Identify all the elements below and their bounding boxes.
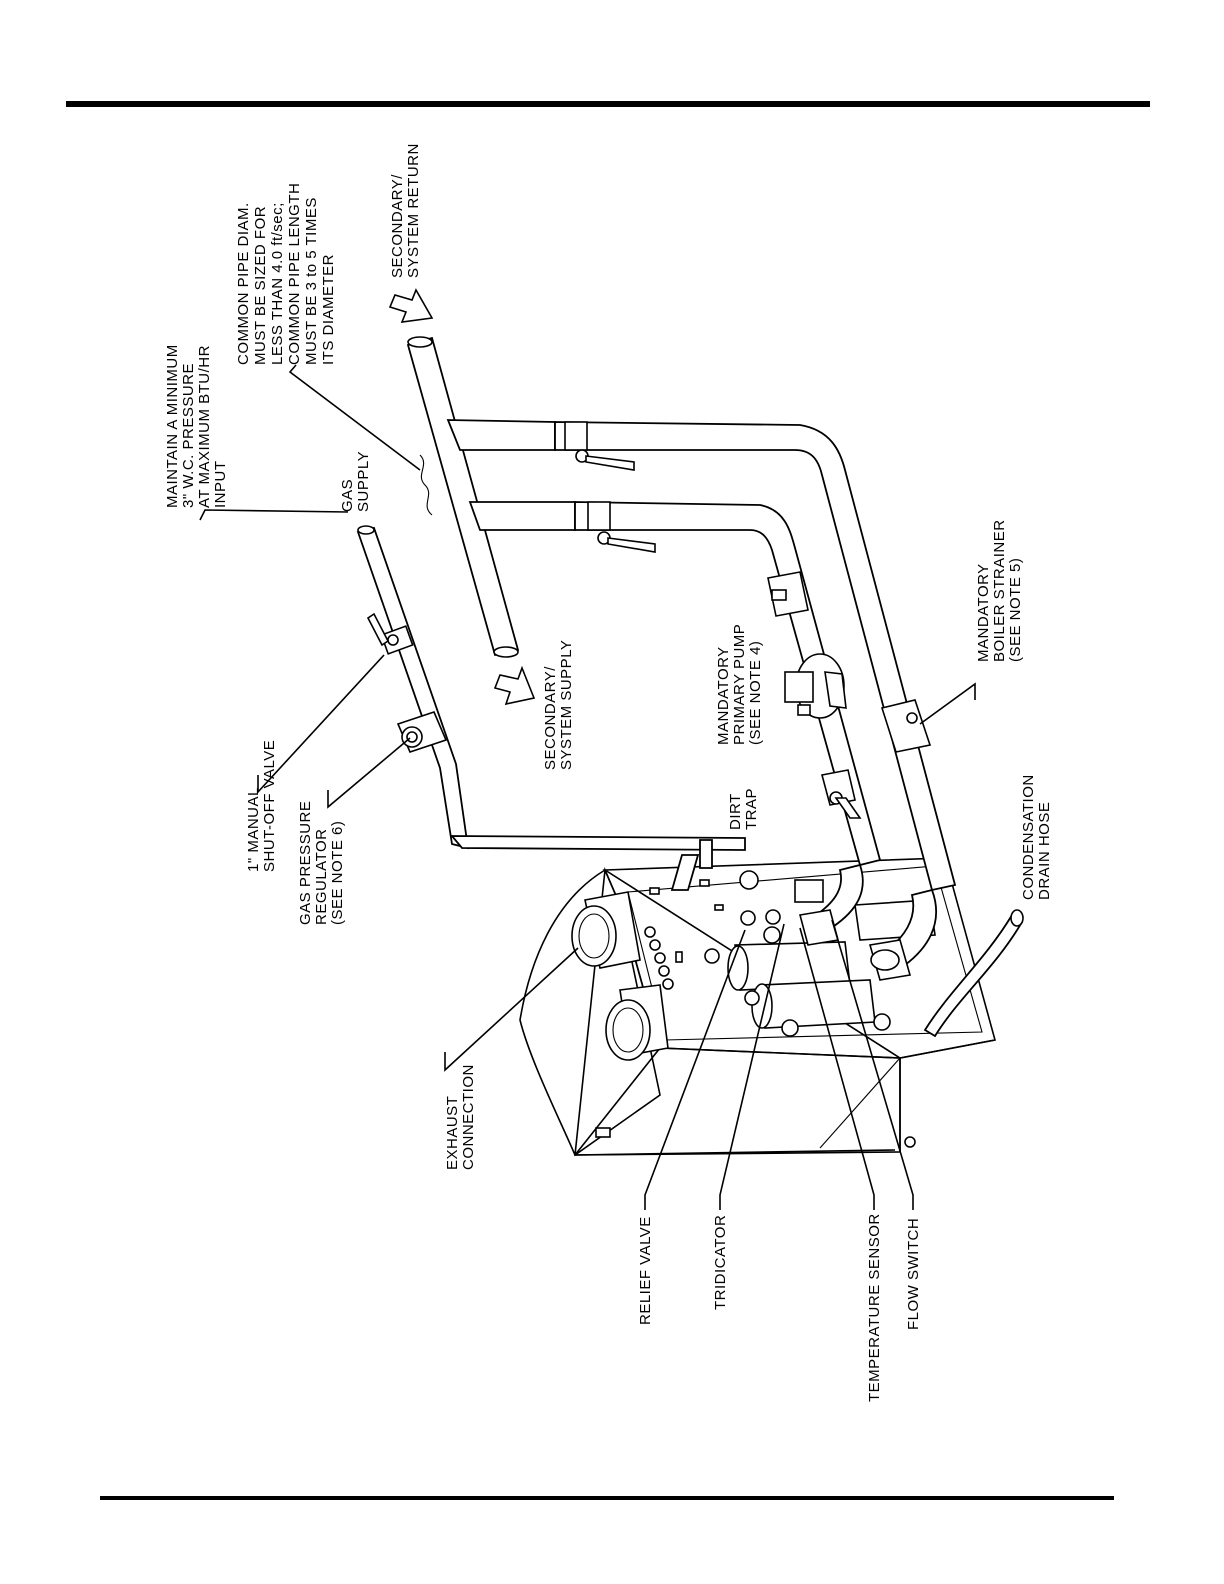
label-line: CONNECTION xyxy=(460,1064,477,1170)
label-line: (SEE NOTE 4) xyxy=(747,641,764,745)
label-line: EXHAUST xyxy=(444,1096,461,1170)
exhaust-connection-ports xyxy=(571,891,669,1061)
label-line: SYSTEM RETURN xyxy=(405,143,422,278)
return-flow-arrow xyxy=(388,288,434,323)
gas-pipe xyxy=(356,525,746,891)
label-line: GAS xyxy=(339,479,356,512)
label-line: REGULATOR xyxy=(313,829,330,925)
label-line: SECONDARY/ xyxy=(389,174,406,278)
label-line: ITS DIAMETER xyxy=(320,254,337,365)
label-line: MANDATORY xyxy=(975,563,992,662)
label-line: 1" MANUAL xyxy=(245,787,262,872)
label-line: SECONDARY/ xyxy=(542,666,559,770)
label-line: RELIEF VALVE xyxy=(637,1216,654,1325)
label-temperature-sensor: TEMPERATURE SENSOR xyxy=(866,1213,883,1402)
label-line: TRIDICATOR xyxy=(712,1215,729,1310)
label-line: 3" W.C. PRESSURE xyxy=(180,363,197,508)
label-flow-switch: FLOW SWITCH xyxy=(905,1218,922,1330)
label-gas-supply: GAS SUPPLY xyxy=(339,451,372,512)
gas-shutoff-valve xyxy=(366,612,414,655)
label-tridicator: TRIDICATOR xyxy=(712,1215,729,1310)
label-line: SYSTEM SUPPLY xyxy=(558,640,575,770)
label-line: LESS THAN 4.0 ft/sec; xyxy=(269,202,286,365)
label-exhaust-connection: EXHAUST CONNECTION xyxy=(444,1064,477,1170)
boiler-fittings xyxy=(704,909,912,981)
flow-arrows xyxy=(388,288,536,706)
label-line: (SEE NOTE 6) xyxy=(329,821,346,925)
bottom-rule xyxy=(100,1496,1114,1500)
label-shutoff-valve: 1" MANUAL SHUT-OFF VALVE xyxy=(245,740,278,872)
condensation-drain-hose xyxy=(923,909,1024,1038)
label-gas-regulator: GAS PRESSURE REGULATOR (SEE NOTE 6) xyxy=(297,801,346,925)
secondary-common-pipe xyxy=(406,336,576,658)
label-common-pipe: COMMON PIPE DIAM. MUST BE SIZED FOR LESS… xyxy=(235,183,337,365)
label-secondary-supply: SECONDARY/ SYSTEM SUPPLY xyxy=(542,640,575,770)
label-line: FLOW SWITCH xyxy=(905,1218,922,1330)
top-rule xyxy=(66,101,1150,107)
gas-pressure-regulator xyxy=(396,711,448,753)
label-line: MUST BE 3 to 5 TIMES xyxy=(303,197,320,365)
label-dirt-trap: DIRT TRAP xyxy=(727,788,760,830)
label-line: SHUT-OFF VALVE xyxy=(261,740,278,872)
label-line: (SEE NOTE 5) xyxy=(1007,558,1024,662)
label-line: TRAP xyxy=(743,788,760,830)
leader-lines xyxy=(199,364,976,1210)
label-line: INPUT xyxy=(212,461,229,509)
label-relief-valve: RELIEF VALVE xyxy=(637,1216,654,1325)
label-maintain-pressure: MAINTAIN A MINIMUM 3" W.C. PRESSURE AT M… xyxy=(164,344,229,508)
supply-flow-arrow xyxy=(493,665,536,706)
label-primary-pump: MANDATORY PRIMARY PUMP (SEE NOTE 4) xyxy=(715,624,764,745)
label-line: TEMPERATURE SENSOR xyxy=(866,1213,883,1402)
label-line: MANDATORY xyxy=(715,646,732,745)
label-line: COMMON PIPE LENGTH xyxy=(286,183,303,365)
loop-ball-valves xyxy=(564,421,862,819)
label-line: COMMON PIPE DIAM. xyxy=(235,202,252,365)
label-condensation-hose: CONDENSATION DRAIN HOSE xyxy=(1020,774,1053,900)
label-line: MUST BE SIZED FOR xyxy=(252,206,269,365)
label-line: GAS PRESSURE xyxy=(297,801,314,925)
label-line: CONDENSATION xyxy=(1020,774,1037,900)
label-line: DRAIN HOSE xyxy=(1036,802,1053,900)
label-line: DIRT xyxy=(727,793,744,830)
label-secondary-return: SECONDARY/ SYSTEM RETURN xyxy=(389,143,422,278)
boiler-strainer xyxy=(880,699,932,753)
label-boiler-strainer: MANDATORY BOILER STRAINER (SEE NOTE 5) xyxy=(975,519,1024,662)
label-line: SUPPLY xyxy=(355,451,372,512)
label-line: AT MAXIMUM BTU/HR xyxy=(196,345,213,508)
label-line: MAINTAIN A MINIMUM xyxy=(164,344,181,508)
primary-pump xyxy=(784,653,847,719)
label-line: BOILER STRAINER xyxy=(991,519,1008,662)
label-line: PRIMARY PUMP xyxy=(731,624,748,745)
supply-strainer xyxy=(767,571,809,617)
